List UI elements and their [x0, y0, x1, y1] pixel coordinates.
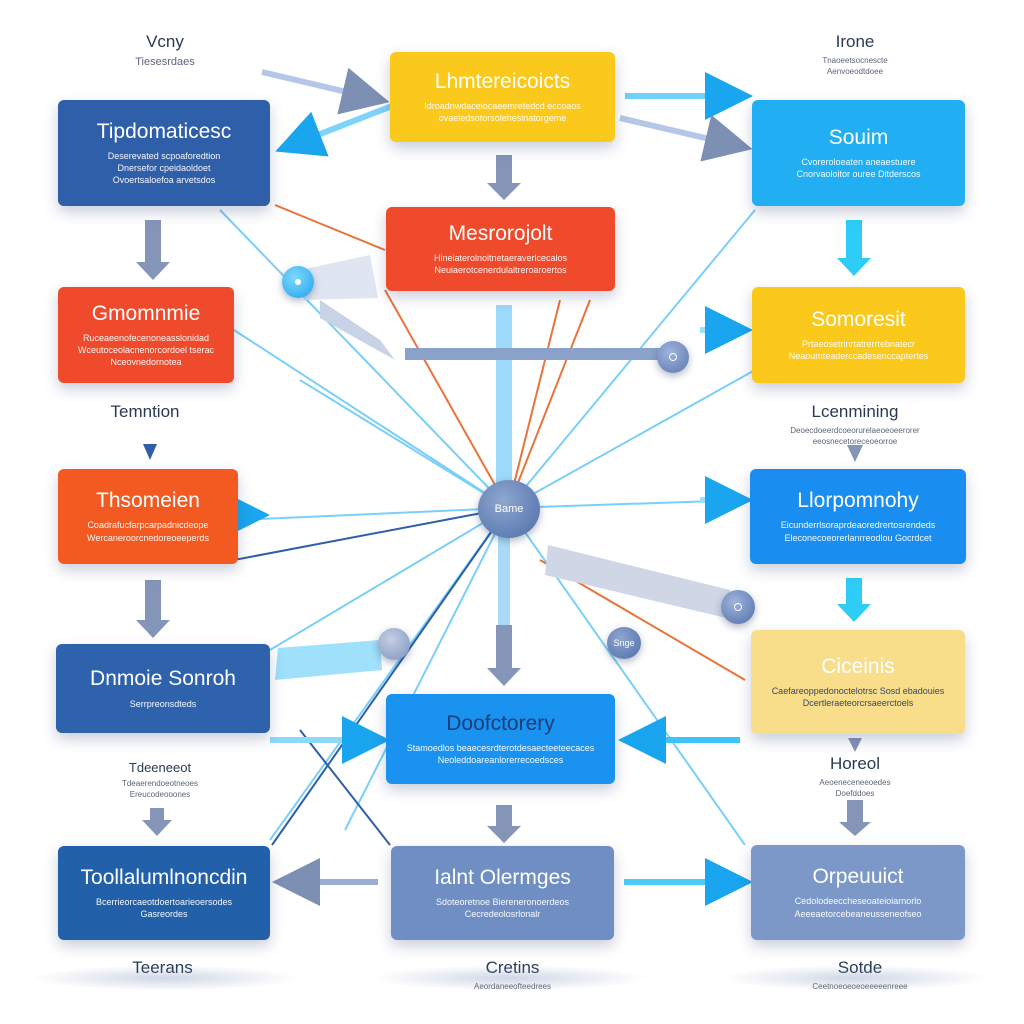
- label-title: Horeol: [829, 754, 881, 773]
- connector-node[interactable]: [378, 628, 410, 660]
- label-description: Aeordaneeofteedrees: [440, 981, 585, 992]
- label-title: Tdeeneeot: [128, 760, 192, 775]
- node-title: Doofctorery: [446, 711, 555, 735]
- node-title: Ialnt Olermges: [434, 865, 571, 889]
- node-title: Ciceinis: [821, 654, 895, 678]
- node-dnmoie-sonroh[interactable]: Dnmoie Sonroh Serrpreonsdteds: [56, 644, 270, 733]
- connector-node[interactable]: [721, 590, 755, 624]
- node-title: Thsomeien: [96, 489, 200, 513]
- node-title: Llorpomnohy: [797, 489, 919, 513]
- node-title: Toollalumlnoncdin: [80, 865, 248, 889]
- small-hub[interactable]: Snge: [607, 627, 641, 659]
- node-title: Souim: [828, 125, 889, 149]
- hub-label: Bame: [494, 503, 524, 515]
- label-title: Lcenmining: [811, 402, 899, 421]
- node-title: Orpeuuict: [812, 865, 904, 889]
- label-cretins: Cretins Aeordaneeofteedrees: [440, 958, 585, 992]
- node-mesrorojolt[interactable]: Mesrorojolt Hineiaterolnoitnetaeraverlce…: [386, 207, 615, 291]
- node-title: Somoresit: [811, 307, 906, 331]
- label-title: Irone: [835, 32, 875, 51]
- ground-shadow: [30, 965, 300, 991]
- label-teerans: Teerans: [100, 958, 225, 978]
- hub-label: Snge: [613, 638, 635, 648]
- ground-shadow: [370, 965, 650, 991]
- label-sotde: Sotde Ceetnoeoeoeoeeeeenreee: [795, 958, 925, 992]
- label-description: Tiesesrdaes: [135, 56, 195, 68]
- node-description: Serrpreonsdteds: [129, 698, 197, 709]
- node-ialnt-olermges[interactable]: Ialnt Olermges Sdoteoretnoe Biereneronoe…: [391, 846, 614, 940]
- label-title: Vcny: [146, 32, 184, 51]
- label-description: Ceetnoeoeoeoeeeeenreee: [795, 981, 925, 992]
- node-ciceinis[interactable]: Ciceinis Caefareoppedonoctelotrsc Sosd e…: [751, 630, 965, 734]
- center-hub[interactable]: Bame: [478, 480, 540, 538]
- ground-shadow: [720, 965, 990, 991]
- label-lcenmining: Lcenmining Deoecdoeerdcoeorurelaeoeoeero…: [770, 402, 940, 447]
- node-title: Dnmoie Sonroh: [90, 667, 236, 691]
- dot-icon: [669, 353, 677, 361]
- node-title: Gmomnmie: [91, 301, 201, 325]
- label-title: Teerans: [100, 958, 225, 978]
- node-lhmtereicoicts[interactable]: Lhmtereicoicts Idroadnwdaceiocaeemretedc…: [390, 52, 615, 142]
- node-tipdomaticesc[interactable]: Tipdomaticesc Deserevated scpoaforedtion…: [58, 100, 270, 206]
- label-temntion: Temntion: [80, 402, 210, 422]
- label-title: Temntion: [110, 402, 180, 421]
- connector-node[interactable]: [282, 266, 314, 298]
- node-description: Stamoedlos beaecesrdterotdesaecteeteecac…: [406, 742, 595, 766]
- node-doofctorery[interactable]: Doofctorery Stamoedlos beaecesrdterotdes…: [386, 694, 615, 784]
- node-title: Lhmtereicoicts: [434, 69, 571, 93]
- node-title: Tipdomaticesc: [96, 119, 232, 143]
- node-toollalumlnoncdin[interactable]: Toollalumlnoncdin Bcerrieorcaeotdoertoar…: [58, 846, 270, 940]
- dot-icon: [295, 279, 301, 285]
- label-title: Sotde: [795, 958, 925, 978]
- node-llorpomnohy[interactable]: Llorpomnohy Eicunderrlsoraprdeaoredrerto…: [750, 469, 966, 564]
- dot-icon: [734, 603, 742, 611]
- label-title: Cretins: [440, 958, 585, 978]
- connector-node[interactable]: [657, 341, 689, 373]
- label-vcny: Vcny Tiesesrdaes: [110, 32, 220, 70]
- node-title: Mesrorojolt: [448, 221, 553, 245]
